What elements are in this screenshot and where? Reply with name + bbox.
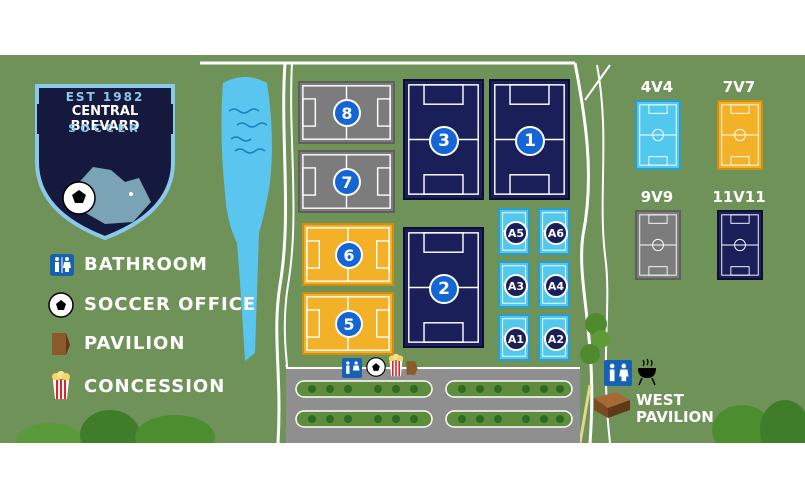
field-6[interactable]: 6 xyxy=(302,223,394,286)
legend-pavilion: PAVILION xyxy=(84,333,186,354)
field-1-number: 1 xyxy=(515,126,545,156)
club-logo: EST 1982 CENTRAL BREVARD SOCCER xyxy=(33,82,177,241)
legend-bathroom: BATHROOM xyxy=(84,254,208,275)
soccer-ball-icon xyxy=(48,292,74,318)
field-7-number: 7 xyxy=(333,168,361,196)
soccer-ball-icon xyxy=(366,357,386,377)
west-pavilion-label-line1: WEST xyxy=(636,391,684,409)
logo-est: EST 1982 xyxy=(65,90,145,104)
logo-sub: SOCCER xyxy=(68,122,142,135)
field-2-number: 2 xyxy=(429,274,459,304)
west-pavilion-label-line2: PAVILION xyxy=(636,408,714,426)
park-map: EST 1982 CENTRAL BREVARD SOCCER BATHROOM… xyxy=(0,55,805,443)
field-a2-number: A2 xyxy=(544,327,568,351)
field-a1[interactable]: A1 xyxy=(498,314,530,361)
field-a5[interactable]: A5 xyxy=(498,208,530,255)
field-6-number: 6 xyxy=(335,241,363,269)
bush xyxy=(585,313,607,335)
bush xyxy=(592,330,610,348)
pavilion-icon xyxy=(50,331,72,357)
type-4v4-field xyxy=(635,100,681,170)
type-11v11-label: 11V11 xyxy=(712,188,766,206)
field-a2[interactable]: A2 xyxy=(538,314,570,361)
type-4v4-label: 4V4 xyxy=(640,78,674,96)
field-a3-number: A3 xyxy=(504,274,528,298)
grill-icon xyxy=(636,358,658,386)
popcorn-icon xyxy=(50,370,72,400)
field-7[interactable]: 7 xyxy=(298,150,395,213)
legend-concession: CONCESSION xyxy=(84,376,226,397)
bush xyxy=(15,423,85,443)
west-pavilion-icon xyxy=(592,390,632,420)
field-a4[interactable]: A4 xyxy=(538,261,570,308)
bathroom-icon xyxy=(50,254,74,276)
logo-name: CENTRAL BREVARD xyxy=(37,104,173,134)
field-3[interactable]: 3 xyxy=(403,79,484,200)
field-a1-number: A1 xyxy=(504,327,528,351)
bush xyxy=(80,410,140,443)
lake xyxy=(221,77,272,361)
field-a3[interactable]: A3 xyxy=(498,261,530,308)
field-8[interactable]: 8 xyxy=(298,81,395,144)
type-7v7-label: 7V7 xyxy=(722,78,756,96)
type-11v11-field xyxy=(717,210,763,280)
field-3-number: 3 xyxy=(429,126,459,156)
field-1[interactable]: 1 xyxy=(489,79,570,200)
legend-soccer-office: SOCCER OFFICE xyxy=(84,294,257,315)
type-9v9-label: 9V9 xyxy=(640,188,674,206)
pavilion-icon xyxy=(405,360,419,376)
bush xyxy=(760,400,805,443)
field-a6[interactable]: A6 xyxy=(538,208,570,255)
field-2[interactable]: 2 xyxy=(403,227,484,348)
parking-lot xyxy=(286,367,580,443)
popcorn-icon xyxy=(387,353,405,377)
bush xyxy=(580,344,600,364)
field-5[interactable]: 5 xyxy=(302,292,394,355)
bathroom-icon xyxy=(342,358,362,378)
type-9v9-field xyxy=(635,210,681,280)
field-a6-number: A6 xyxy=(544,221,568,245)
bathroom-icon xyxy=(604,360,632,386)
field-a5-number: A5 xyxy=(504,221,528,245)
field-a4-number: A4 xyxy=(544,274,568,298)
type-7v7-field xyxy=(717,100,763,170)
field-5-number: 5 xyxy=(335,310,363,338)
field-8-number: 8 xyxy=(333,99,361,127)
